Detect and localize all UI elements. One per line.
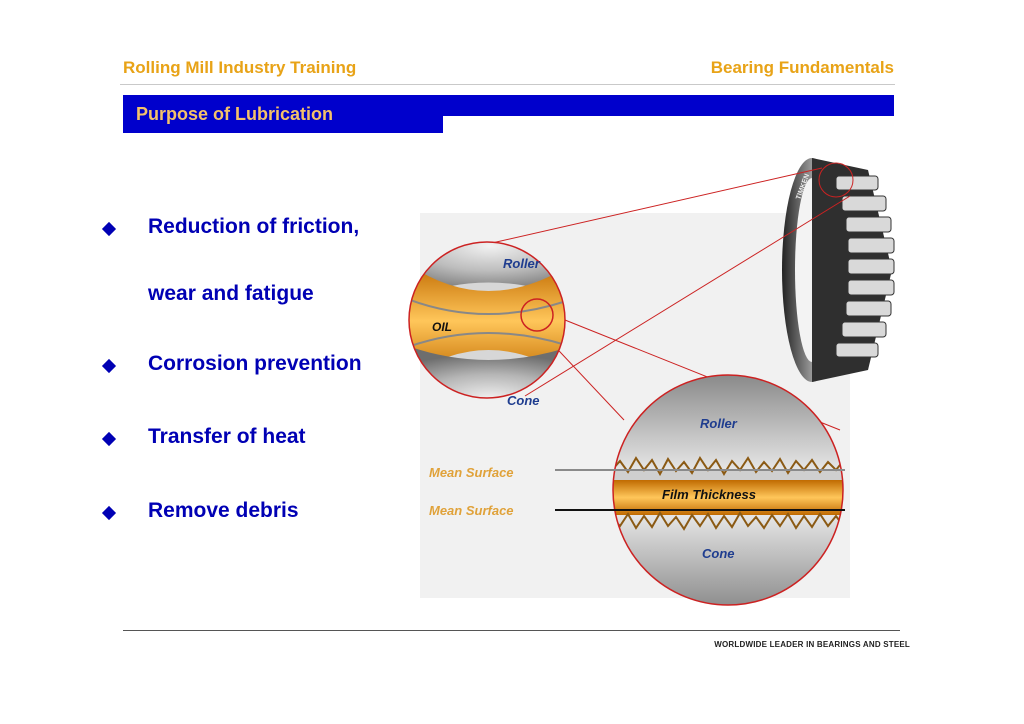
bullet-text: Corrosion prevention [148, 352, 362, 375]
bullet-text: Reduction of friction, [148, 215, 360, 238]
top-cone-label: Cone [507, 393, 540, 408]
course-title: Rolling Mill Industry Training [123, 58, 357, 77]
bullet-text: Remove debris [148, 499, 299, 522]
connector-line [524, 195, 851, 397]
contact-focus-circle [520, 298, 554, 332]
film-thickness-label: Film Thickness [662, 487, 756, 502]
tapered-bearing-image: TIMKEN [782, 158, 895, 382]
slide-title: Purpose of Lubrication [136, 104, 334, 124]
mean-surface-upper-label: Mean Surface [429, 465, 514, 480]
header-divider [120, 84, 895, 85]
bearing-focus-circle [818, 162, 854, 198]
bullet-text-continued: wear and fatigue [148, 282, 314, 305]
connector-line [447, 167, 823, 254]
module-title: Bearing Fundamentals [710, 58, 894, 77]
top-oil-label: OIL [432, 320, 452, 334]
zoom-cone-label: Cone [702, 546, 735, 561]
footer-divider [123, 630, 900, 631]
mean-surface-lower-label: Mean Surface [429, 503, 514, 518]
top-roller-label: Roller [503, 256, 541, 271]
bullet-text: Transfer of heat [148, 425, 306, 448]
zoom-roller-label: Roller [700, 416, 738, 431]
slide-title-box: Purpose of Lubrication [123, 95, 443, 133]
footer-tagline: WORLDWIDE LEADER IN BEARINGS AND STEEL [714, 640, 910, 649]
